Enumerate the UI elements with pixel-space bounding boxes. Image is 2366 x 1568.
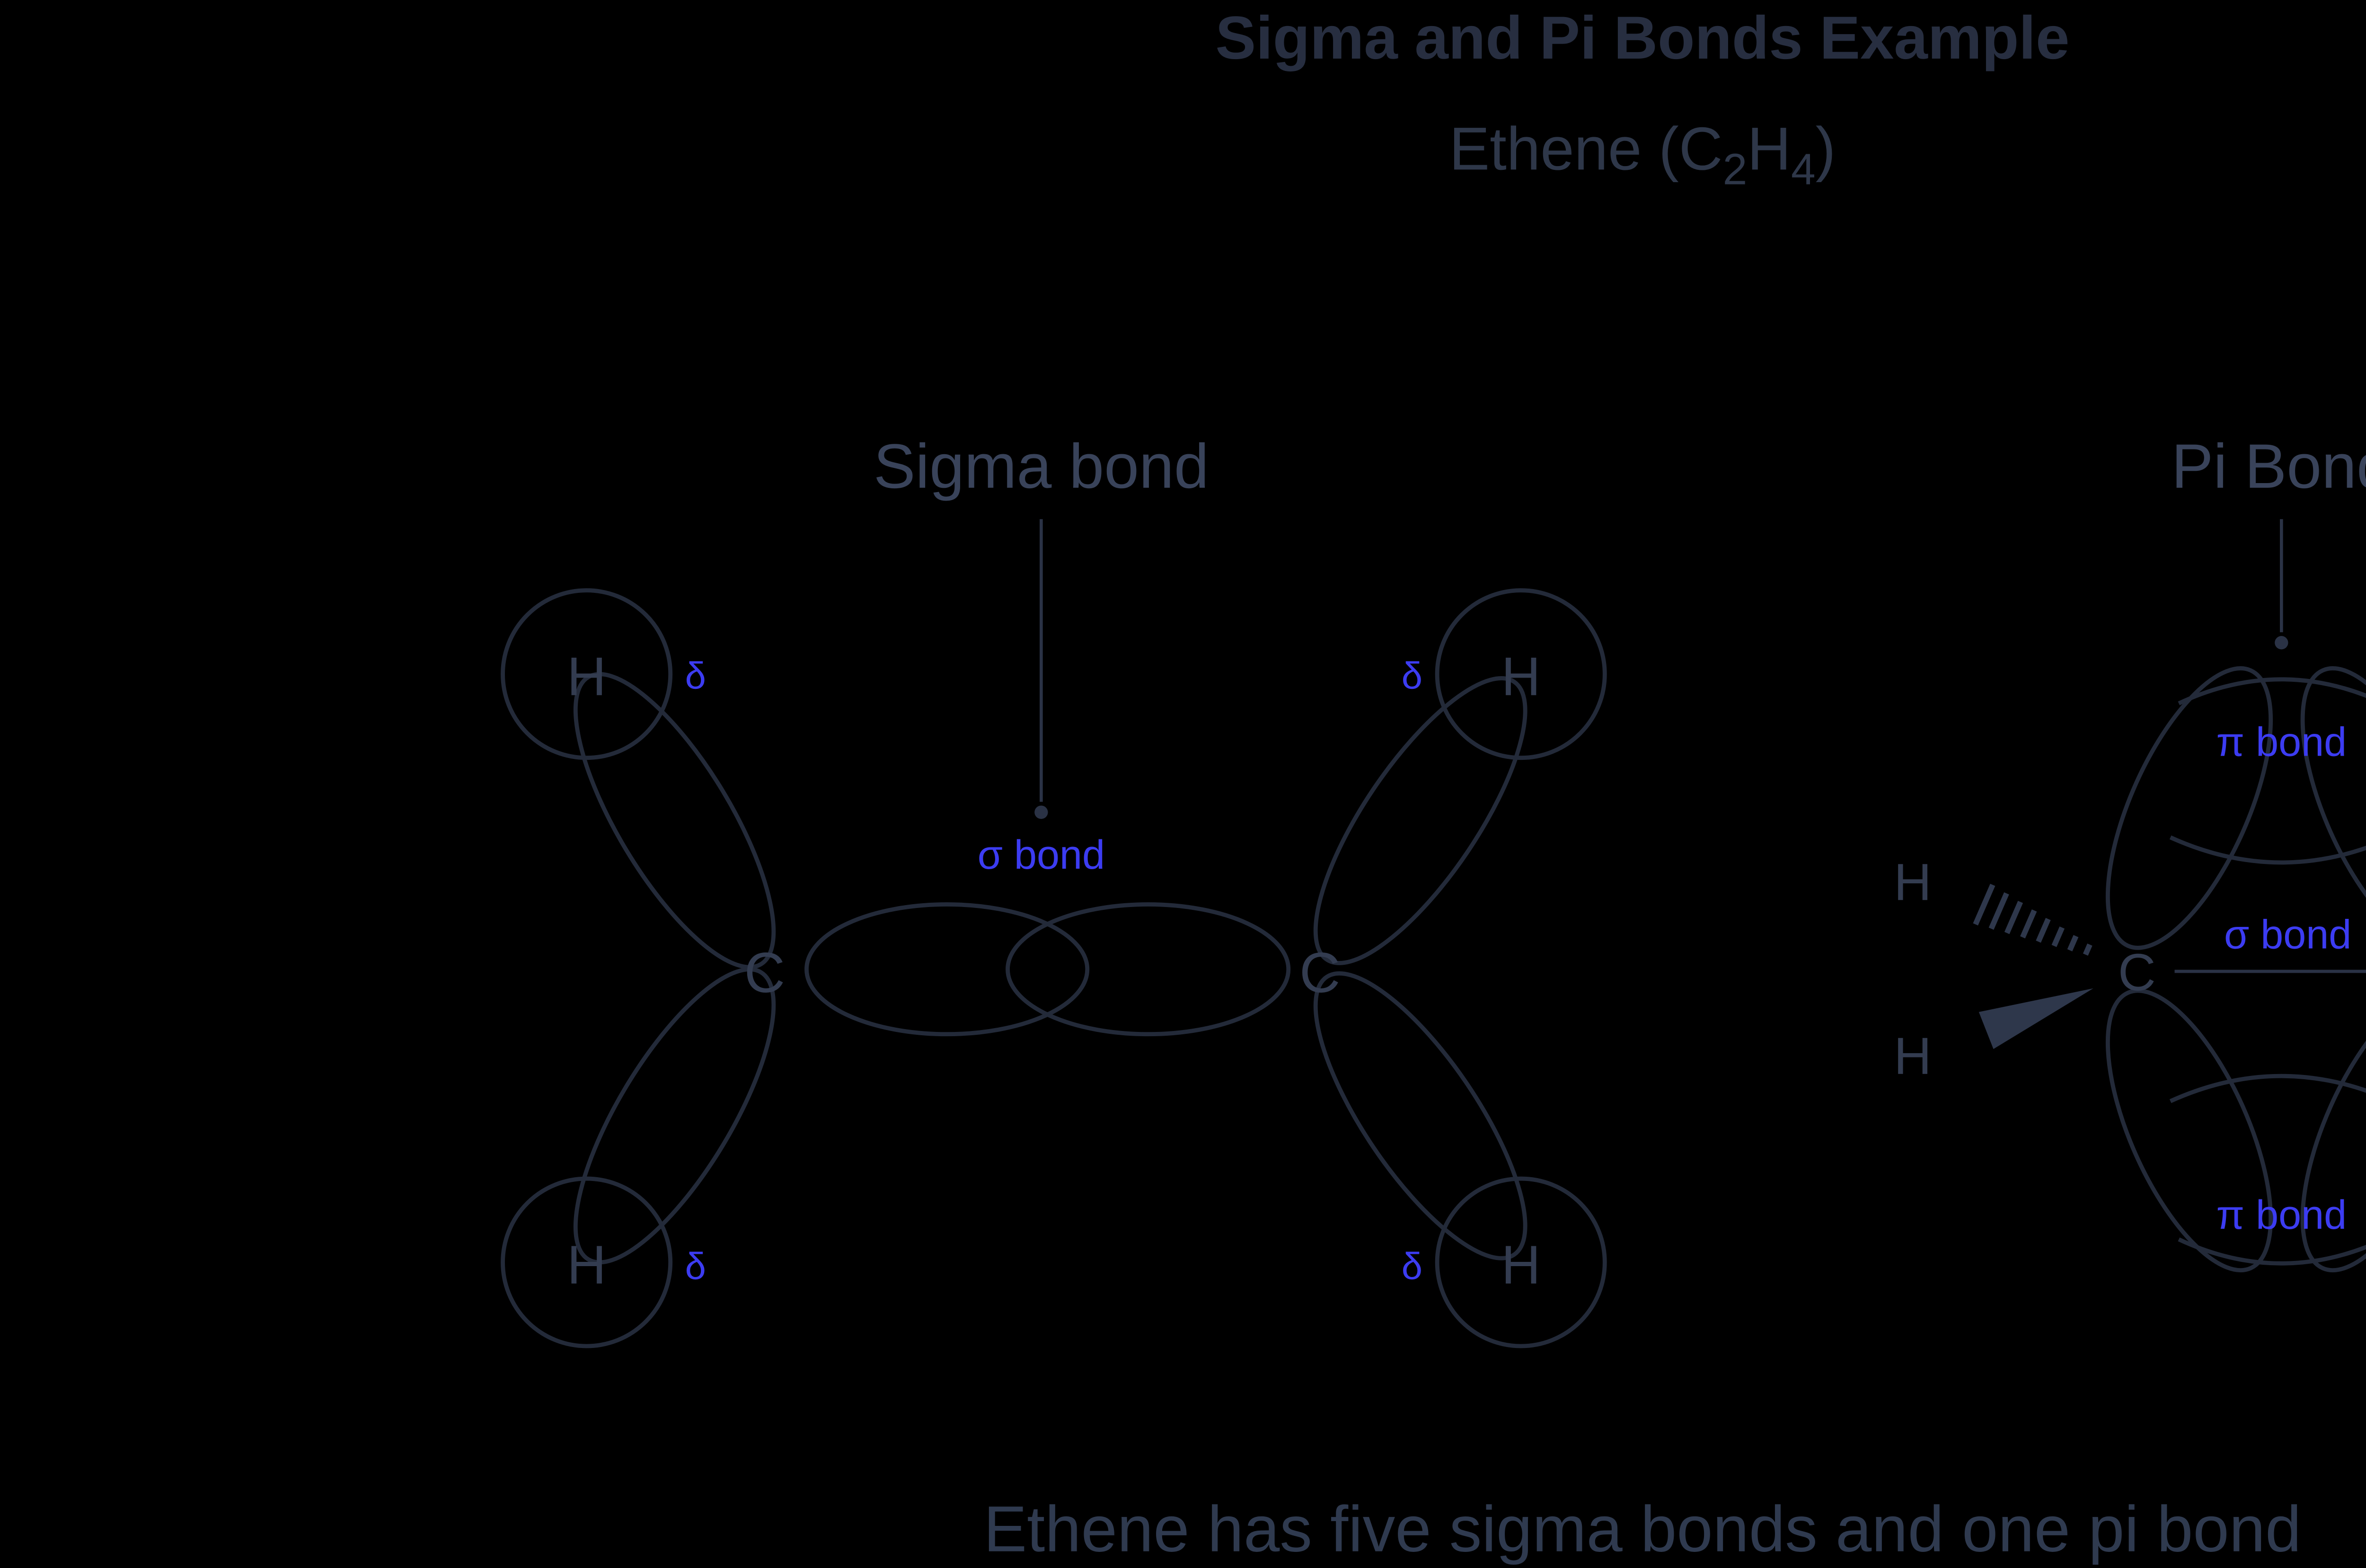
- delta-bottom-right: δ: [1402, 1245, 1422, 1287]
- delta-bottom-left: δ: [685, 1245, 706, 1287]
- pi-diagram-title: Pi Bond: [2172, 432, 2366, 502]
- pi-carbon-left-label: C: [2118, 943, 2156, 1002]
- p-lobe-bottom-left: [2105, 988, 2273, 1273]
- p-orbitals-top: [2105, 666, 2366, 950]
- solid-wedge-bottom-left-shape: [1978, 988, 2093, 1049]
- subtitle-suffix: ): [1816, 115, 1836, 183]
- pi-bond-label-bottom: π bond: [2216, 1192, 2347, 1238]
- sigma-pointer-dot: [1034, 805, 1048, 819]
- hydrogen-top-right-label: H: [1501, 646, 1541, 707]
- pi-cloud-top-inner-curve: [2169, 835, 2366, 865]
- subtitle-prefix: Ethene (C: [1449, 115, 1723, 183]
- hydrogen-top-left-label: H: [567, 646, 606, 707]
- sp-lobe-top-left: [573, 672, 776, 969]
- pi-hydrogen-bottom-left-label: H: [1894, 1027, 1932, 1085]
- p-orbitals-bottom: [2105, 988, 2366, 1273]
- caption: Ethene has five sigma bonds and one pi b…: [984, 1493, 2302, 1566]
- h-orbital-bottom-left: [501, 1176, 673, 1348]
- carbon-left-label: C: [744, 942, 785, 1004]
- pi-cloud-bottom-inner-curve: [2169, 1074, 2366, 1103]
- cc-sigma-bond-label: σ bond: [2224, 912, 2351, 957]
- h-orbital-top-right: [1435, 588, 1607, 760]
- carbon-right-label: C: [1299, 942, 1340, 1004]
- p-lobe-top-right: [2300, 666, 2366, 950]
- pi-bond-label-top: π bond: [2216, 719, 2347, 765]
- solid-wedge-bottom-left: [1978, 988, 2093, 1049]
- subtitle-subscript-4: 4: [1791, 144, 1816, 194]
- h-orbital-top-left: [501, 588, 673, 760]
- sigma-diagram-title: Sigma bond: [874, 432, 1209, 502]
- hydrogen-bottom-left-label: H: [567, 1234, 606, 1295]
- sp-lobe-bottom-right: [1313, 971, 1527, 1260]
- h-orbital-bottom-right: [1435, 1176, 1607, 1348]
- hashed-wedge-top-left: [1973, 883, 2092, 956]
- page-subtitle: Ethene (C2H4): [1449, 115, 1836, 194]
- sigma-overlap-lobe-right: [1006, 902, 1291, 1037]
- delta-top-left: δ: [685, 655, 706, 697]
- hashed-wedge-top-left-ticks: [1973, 883, 2092, 956]
- sigma-diagram: Sigma bond σ bond C C H H H H δ δ δ δ: [501, 432, 1607, 1348]
- sigma-bond-label: σ bond: [978, 832, 1105, 878]
- sp-lobe-bottom-left: [573, 967, 776, 1265]
- delta-top-right: δ: [1402, 655, 1422, 697]
- p-lobe-top-left: [2105, 666, 2273, 950]
- page-title: Sigma and Pi Bonds Example: [1216, 4, 2070, 72]
- pi-pointer-dot: [2275, 636, 2288, 650]
- hydrogen-bottom-right-label: H: [1501, 1234, 1541, 1295]
- subtitle-h: H: [1747, 115, 1791, 183]
- sigma-overlap-lobe-left: [804, 902, 1090, 1037]
- subtitle-subscript-2: 2: [1723, 144, 1748, 194]
- p-lobe-bottom-right: [2300, 988, 2366, 1273]
- sp-lobe-top-right: [1313, 676, 1527, 965]
- sigma-orbitals: [501, 588, 1607, 1348]
- pi-diagram: Pi Bond π bond π bond σ bond C C: [1894, 432, 2366, 1273]
- pi-hydrogen-top-left-label: H: [1894, 854, 1932, 912]
- pi-cloud-top-outer-curve: [2178, 677, 2366, 705]
- pi-cloud-bottom-outer-curve: [2178, 1237, 2366, 1266]
